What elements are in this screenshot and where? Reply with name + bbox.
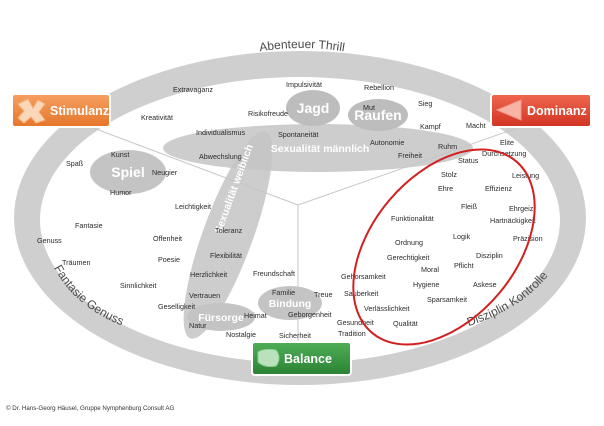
dominanz-label: Dominanz [527,104,587,118]
word-freundschaft: Freundschaft [253,269,295,278]
word-humor: Humor [110,188,132,197]
word-genuss: Genuss [37,236,62,245]
word-ehre: Ehre [438,184,453,193]
word-hygiene: Hygiene [413,280,439,289]
word-familie: Familie [272,288,295,297]
word-geborgenheit: Geborgenheit [288,310,332,319]
word-autonomie: Autonomie [370,138,404,147]
word-kunst: Kunst [111,150,129,159]
zone-label-bindung: Bindung [269,298,312,310]
zone-spiel [90,150,166,194]
word-macht: Macht [466,121,486,130]
word-abwechslung: Abwechslung [199,152,242,161]
word-extravaganz: Extravaganz [173,85,213,94]
word-offenheit: Offenheit [153,234,182,243]
word-poesie: Poesie [158,255,180,264]
word-mut: Mut [363,103,375,112]
word-freiheit: Freiheit [398,151,422,160]
word-traeumen: Träumen [62,258,91,267]
word-disziplin: Disziplin [476,251,503,260]
zone-sexualitaet-weiblich [183,131,273,339]
word-status: Status [458,156,479,165]
word-gerechtigkeit: Gerechtigkeit [387,253,429,262]
word-funktionalitaet: Funktionalität [391,214,434,223]
word-sauberkeit: Sauberkeit [344,289,378,298]
balance-label: Balance [284,352,332,366]
word-geselligkeit: Geselligkeit [158,302,195,311]
word-ruhm: Ruhm [438,142,457,151]
balance-badge[interactable]: Balance [251,341,352,376]
word-hartnaeckigkeit: Hartnäckigkeit [490,216,536,225]
word-gesundheit: Gesundheit [337,318,374,327]
word-tradition: Tradition [338,329,366,338]
stimulanz-icon [17,98,46,124]
word-spass: Spaß [66,159,84,168]
stimulanz-label: Stimulanz [50,104,109,118]
word-rebellion: Rebellion [364,83,394,92]
word-qualitaet: Qualität [393,319,418,328]
highlight-ellipse [352,148,536,346]
word-moral: Moral [421,265,439,274]
word-natur: Natur [189,321,207,330]
word-effizienz: Effizienz [485,184,512,193]
zone-label-sexualitaet-maennlich: Sexualität männlich [271,143,370,155]
zone-label-spiel: Spiel [111,164,144,180]
zone-bindung [258,286,322,320]
zone-fuersorge [187,303,255,331]
word-neugier: Neugier [152,168,178,177]
word-kampf: Kampf [420,122,441,131]
word-sieg: Sieg [418,99,432,108]
copyright-note: © Dr. Hans-Georg Häusel, Gruppe Nymphenb… [6,405,174,412]
zone-label-fuersorge: Fürsorge [198,312,244,324]
stimulanz-badge[interactable]: Stimulanz [11,93,111,128]
word-askese: Askese [473,280,497,289]
word-spontaneitaet: Spontaneität [278,130,318,139]
word-herzlichkeit: Herzlichkeit [190,270,227,279]
word-gehorsamkeit: Gehorsamkeit [341,272,386,281]
zone-raufen [348,99,408,131]
balance-icon [257,348,280,367]
zone-label-jagd: Jagd [297,100,330,116]
zone-jagd [286,90,340,126]
word-verlaesslichkeit: Verlässlichkeit [364,304,410,313]
word-kreativitaet: Kreativität [141,113,173,122]
word-leistung: Leistung [512,171,539,180]
word-toleranz: Toleranz [215,226,243,235]
word-fantasie: Fantasie [75,221,103,230]
dominanz-icon [495,99,522,121]
word-impulsivitaet: Impulsivität [286,80,322,89]
word-leichtigkeit: Leichtigkeit [175,202,211,211]
dominanz-badge[interactable]: Dominanz [490,93,592,128]
word-flexibilitaet: Flexibilität [210,251,242,260]
word-ordnung: Ordnung [395,238,423,247]
word-logik: Logik [453,232,471,241]
zone-label-raufen: Raufen [354,107,401,123]
word-sinnlichkeit: Sinnlichkeit [120,281,156,290]
word-pflicht: Pflicht [454,261,474,270]
word-ehrgeiz: Ehrgeiz [509,204,534,213]
word-elite: Elite [500,138,514,147]
word-praezision: Präzision [513,234,543,243]
word-heimat: Heimat [244,311,267,320]
word-sparsamkeit: Sparsamkeit [427,295,467,304]
word-fleiss: Fleiß [461,202,478,211]
word-risikofreude: Risikofreude [248,109,288,118]
word-sicherheit: Sicherheit [279,331,311,340]
word-stolz: Stolz [441,170,457,179]
word-nostalgie: Nostalgie [226,330,256,339]
ring-label-top: Abenteuer Thrill [258,37,346,54]
word-treue: Treue [314,290,333,299]
word-vertrauen: Vertrauen [189,291,220,300]
word-individualismus: Individualismus [196,128,246,137]
